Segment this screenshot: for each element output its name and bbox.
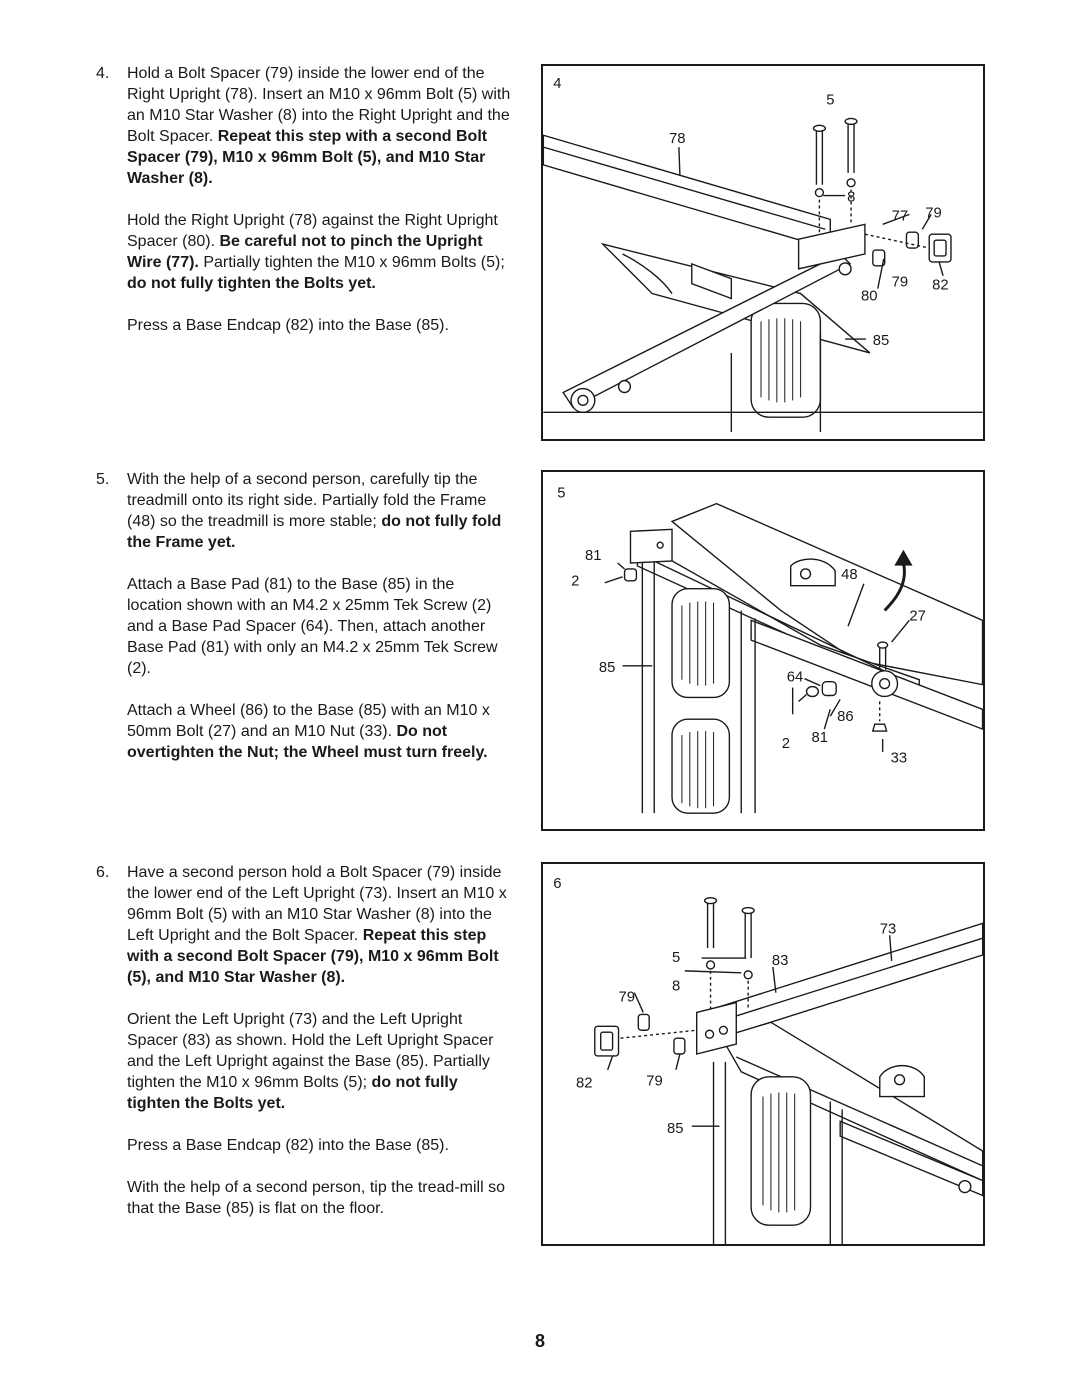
callout-label: 81 bbox=[585, 548, 602, 564]
step-number: 6. bbox=[96, 864, 110, 881]
callout-label: 85 bbox=[667, 1121, 684, 1137]
step-paragraph: Attach a Wheel (86) to the Base (85) wit… bbox=[127, 702, 490, 761]
step-4: 4. Hold a Bolt Spacer (79) inside the lo… bbox=[96, 63, 511, 336]
callout-label: 8 bbox=[847, 190, 855, 206]
callout-label: 85 bbox=[873, 333, 890, 349]
step-paragraph: Attach a Base Pad (81) to the Base (85) … bbox=[127, 576, 498, 677]
figure-6: 6 73 5 83 8 79 82 79 85 bbox=[541, 862, 985, 1246]
figure-6-illustration: 6 73 5 83 8 79 82 79 85 bbox=[553, 876, 983, 1244]
callout-label: 2 bbox=[571, 574, 579, 590]
callout-label: 79 bbox=[925, 205, 942, 221]
step-paragraph: Press a Base Endcap (82) into the Base (… bbox=[127, 317, 449, 334]
figure-number: 4 bbox=[553, 76, 561, 92]
callout-label: 80 bbox=[861, 288, 878, 304]
callout-label: 73 bbox=[880, 921, 896, 937]
callout-label: 64 bbox=[787, 670, 804, 686]
step-paragraph: Have a second person hold a Bolt Spacer … bbox=[127, 864, 507, 986]
callout-label: 79 bbox=[619, 990, 636, 1006]
callout-label: 5 bbox=[672, 950, 680, 966]
figure-5: 5 81 2 48 27 85 64 86 2 81 33 bbox=[541, 470, 985, 831]
figure-5-illustration: 5 81 2 48 27 85 64 86 2 81 33 bbox=[557, 486, 983, 814]
callout-label: 82 bbox=[932, 278, 949, 294]
callout-label: 78 bbox=[669, 131, 686, 147]
callout-label: 79 bbox=[646, 1074, 663, 1090]
step-paragraph: Press a Base Endcap (82) into the Base (… bbox=[127, 1137, 449, 1154]
callout-label: 86 bbox=[837, 709, 854, 725]
callout-label: 8 bbox=[672, 979, 680, 995]
figure-number: 6 bbox=[553, 876, 561, 892]
callout-label: 77 bbox=[892, 208, 909, 224]
step-6: 6. Have a second person hold a Bolt Spac… bbox=[96, 862, 511, 1219]
callout-label: 85 bbox=[599, 660, 616, 676]
step-paragraph: Hold a Bolt Spacer (79) inside the lower… bbox=[127, 65, 511, 187]
callout-label: 82 bbox=[576, 1076, 593, 1092]
page-number: 8 bbox=[534, 1331, 545, 1351]
callout-label: 2 bbox=[782, 736, 790, 752]
step-number: 4. bbox=[96, 65, 110, 82]
callout-label: 33 bbox=[891, 751, 908, 767]
callout-label: 5 bbox=[826, 93, 834, 109]
step-paragraph: With the help of a second person, tip th… bbox=[127, 1179, 505, 1217]
callout-label: 83 bbox=[772, 953, 789, 969]
figure-4-illustration: 4 5 78 8 77 79 79 82 80 85 bbox=[543, 76, 983, 433]
step-paragraph: Orient the Left Upright (73) and the Lef… bbox=[127, 1011, 494, 1112]
step-paragraph: With the help of a second person, carefu… bbox=[127, 471, 502, 551]
figure-4: 4 5 78 8 77 79 79 82 80 85 bbox=[541, 64, 985, 441]
step-number: 5. bbox=[96, 471, 110, 488]
callout-label: 27 bbox=[909, 608, 926, 624]
step-5: 5. With the help of a second person, car… bbox=[96, 469, 511, 763]
step-paragraph: Hold the Right Upright (78) against the … bbox=[127, 212, 505, 292]
callout-label: 79 bbox=[892, 275, 909, 291]
callout-label: 81 bbox=[811, 730, 828, 746]
figure-number: 5 bbox=[557, 486, 565, 502]
callout-label: 48 bbox=[841, 567, 858, 583]
